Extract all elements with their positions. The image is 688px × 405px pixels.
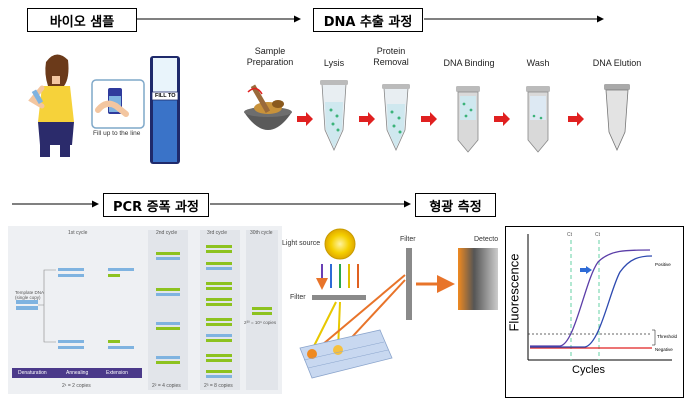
sample-plate: [299, 329, 393, 379]
pcr-title-text: PCR 증폭 과정: [113, 199, 199, 215]
ct-label-left: Ct: [567, 232, 572, 238]
positive-curve-2: [530, 255, 653, 348]
shift-arrow-icon: [580, 266, 592, 274]
ct-label-right: Ct: [595, 232, 600, 238]
stage-label-wash: Wash: [526, 58, 550, 68]
positive-label: Positive: [655, 262, 671, 267]
light-beams: [316, 264, 359, 290]
pcr-copies-3: 2³ = 8 copies: [204, 383, 233, 389]
pcr-step-annealing: Annealing: [66, 370, 89, 376]
pcr-copies-2: 2² = 4 copies: [152, 383, 181, 389]
stage-arrow: [359, 112, 375, 126]
person-figure: [28, 54, 74, 157]
stage-label-sample-preparation: Sample Preparation: [246, 46, 294, 67]
pcr-step-extension: Extension: [106, 370, 128, 376]
wash-tube: [526, 86, 550, 153]
dna-binding-tube: [456, 86, 480, 153]
stage-arrow: [421, 112, 437, 126]
protein-removal-tube: [382, 84, 410, 151]
fill-instruction-text: Fill up to the line: [93, 130, 141, 137]
collection-tube: [150, 56, 180, 164]
pcr-copies-1: 2¹ = 2 copies: [62, 383, 91, 389]
pcr-title: PCR 증폭 과정: [103, 193, 209, 217]
pcr-cycle-3: 3rd cycle: [207, 230, 228, 236]
bio-sample-title-text: 바이오 샘플: [49, 14, 115, 30]
tube-fill-label: FILL TO: [155, 93, 176, 99]
pcr-copies-30: 2³⁰ = 10⁹ copies: [244, 320, 277, 325]
detector-icon: [458, 248, 498, 310]
stage-label-dna-binding: DNA Binding: [443, 58, 495, 68]
fill-instruction-panel: [91, 79, 145, 129]
lysis-tube: [320, 80, 348, 151]
excitation-filter: [312, 295, 366, 300]
fluorescence-title: 형광 측정: [415, 193, 496, 217]
threshold-label: Threshold: [657, 334, 678, 339]
pcr-step-denaturation: Denaturation: [18, 370, 47, 376]
pcr-cycle-2: 2nd cycle: [156, 230, 178, 236]
stage-label-dna-elution: DNA Elution: [592, 58, 642, 68]
emission-filter: [406, 248, 412, 320]
stage-arrow: [494, 112, 510, 126]
stage-arrow: [568, 112, 584, 126]
chart-x-label: Cycles: [572, 364, 606, 376]
pcr-cycle-1: 1st cycle: [68, 230, 88, 236]
dna-extraction-title-text: DNA 추출 과정: [323, 14, 413, 30]
pcr-cycle-30: 30th cycle: [250, 230, 273, 236]
negative-label: Negative: [655, 347, 673, 352]
dna-elution-tube: [604, 84, 630, 151]
stage-arrow: [297, 112, 313, 126]
positive-curve-1: [530, 249, 651, 347]
pcr-template-label: Template DNA (single copy): [15, 290, 45, 300]
light-source-label: Light source: [282, 240, 321, 247]
detector-label: Detecto: [474, 236, 499, 243]
filter-label-2: Filter: [400, 236, 416, 243]
stage-label-lysis: Lysis: [323, 58, 345, 68]
light-source-icon: [324, 228, 356, 260]
stage-arrows: [297, 112, 584, 126]
mortar-and-pestle: [244, 84, 292, 130]
amplification-chart: [505, 226, 684, 398]
stage-label-protein-removal: Protein Removal: [373, 46, 409, 67]
dna-extraction-title: DNA 추출 과정: [313, 8, 423, 32]
filter-label-1: Filter: [290, 294, 306, 301]
fluorescence-title-text: 형광 측정: [429, 199, 482, 215]
chart-y-label: Fluorescence: [506, 253, 522, 332]
bio-sample-title: 바이오 샘플: [27, 8, 137, 32]
